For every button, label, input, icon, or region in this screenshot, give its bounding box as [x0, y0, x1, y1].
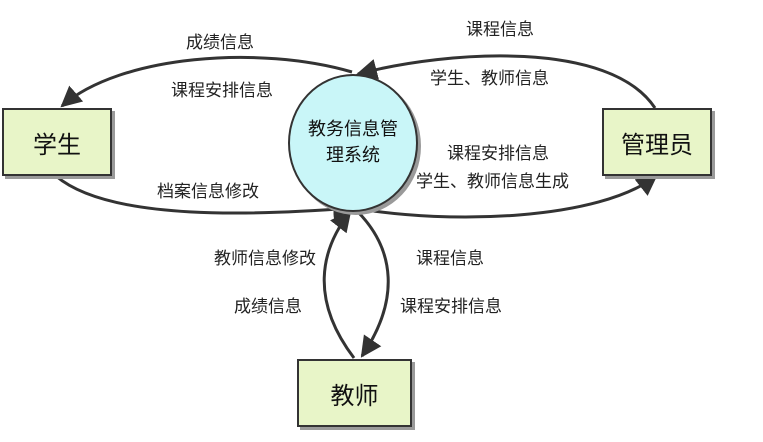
label-sys-to-teacher-course: 课程信息: [416, 249, 484, 269]
label-student-to-sys-archive: 档案信息修改: [157, 182, 259, 202]
label-sys-to-teacher-schedule: 课程安排信息: [400, 297, 502, 317]
label-sys-to-admin-schedule: 课程安排信息: [447, 144, 549, 164]
label-sys-to-student-grades: 成绩信息: [186, 33, 254, 53]
edge-system-to-teacher: [356, 210, 390, 358]
edge-admin-to-system: [355, 54, 657, 109]
node-admin-label: 管理员: [621, 130, 693, 159]
label-admin-to-sys-course: 课程信息: [466, 20, 534, 40]
label-teacher-to-sys-modify: 教师信息修改: [214, 249, 316, 269]
label-sys-to-admin-generate: 学生、教师信息生成: [416, 172, 569, 192]
edge-teacher-to-system: [322, 210, 356, 359]
edge-system-to-admin: [353, 174, 658, 219]
node-teacher: 教师: [297, 359, 412, 427]
node-admin: 管理员: [602, 108, 712, 176]
label-sys-to-student-schedule: 课程安排信息: [171, 81, 273, 101]
node-teacher-label: 教师: [330, 381, 379, 410]
label-admin-to-sys-people: 学生、教师信息: [430, 69, 549, 89]
edge-system-to-student: [60, 55, 353, 108]
edge-student-to-system: [55, 174, 355, 220]
node-system-label: 教务信息管理系统: [308, 119, 398, 166]
node-student: 学生: [2, 108, 112, 176]
label-teacher-to-sys-grades: 成绩信息: [234, 297, 302, 317]
node-system: 教务信息管理系统: [288, 74, 418, 212]
node-student-label: 学生: [33, 130, 81, 159]
